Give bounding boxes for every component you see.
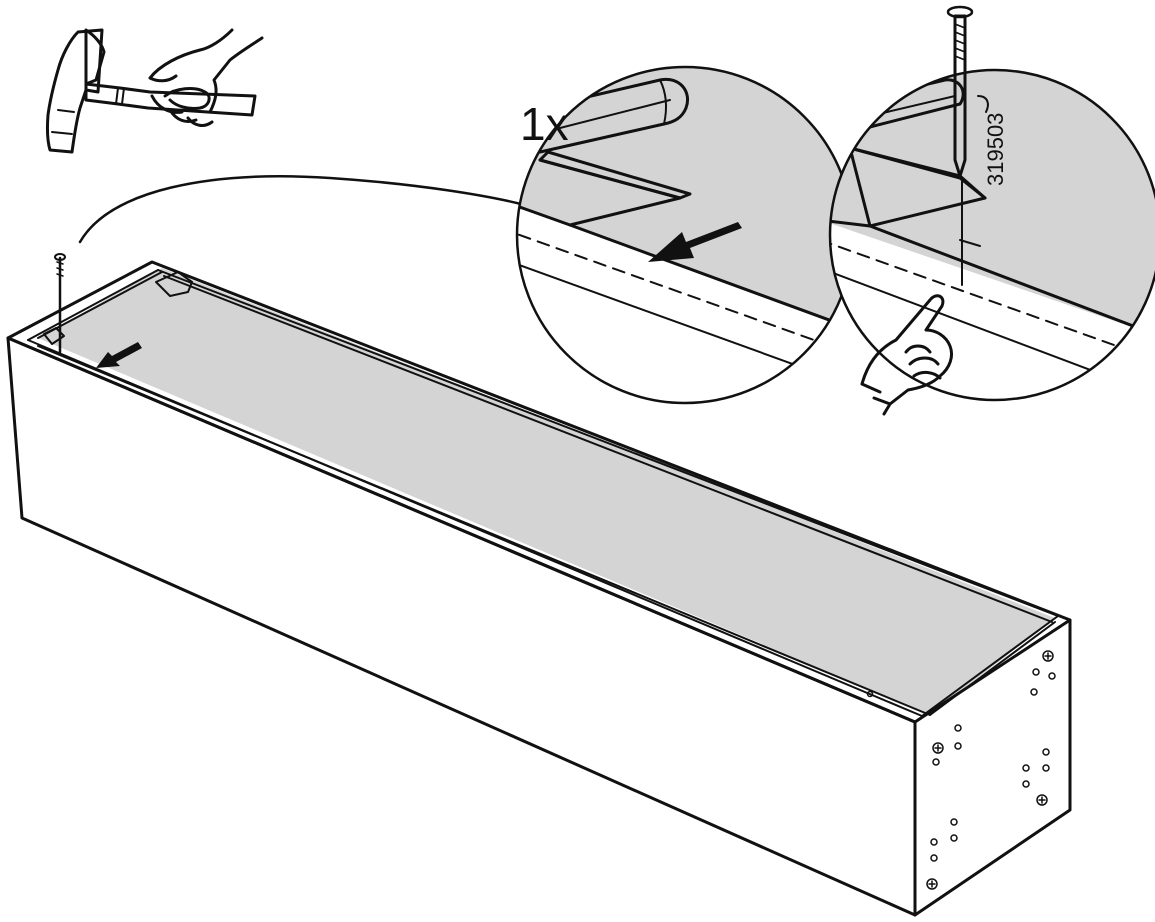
- cabinet-box: [6, 260, 1072, 917]
- detail-circle-left: 1x: [515, 65, 855, 405]
- arrow-icon: [96, 342, 142, 368]
- callout-curve: [78, 175, 527, 244]
- end-face-holes: [926, 650, 1056, 890]
- end-face: [913, 618, 1072, 917]
- hammer-icon: [45, 28, 264, 154]
- part-bracket: [977, 95, 989, 113]
- quantity-label: 1x: [520, 98, 569, 150]
- arrow-icon: [648, 222, 742, 262]
- nail-icon: [54, 253, 66, 354]
- part-number: 319503: [983, 113, 1008, 186]
- detail-circle-right: [828, 68, 1155, 402]
- pointing-hand-icon: [860, 294, 954, 416]
- back-panel: [38, 268, 1055, 715]
- nail-icon: [946, 5, 974, 178]
